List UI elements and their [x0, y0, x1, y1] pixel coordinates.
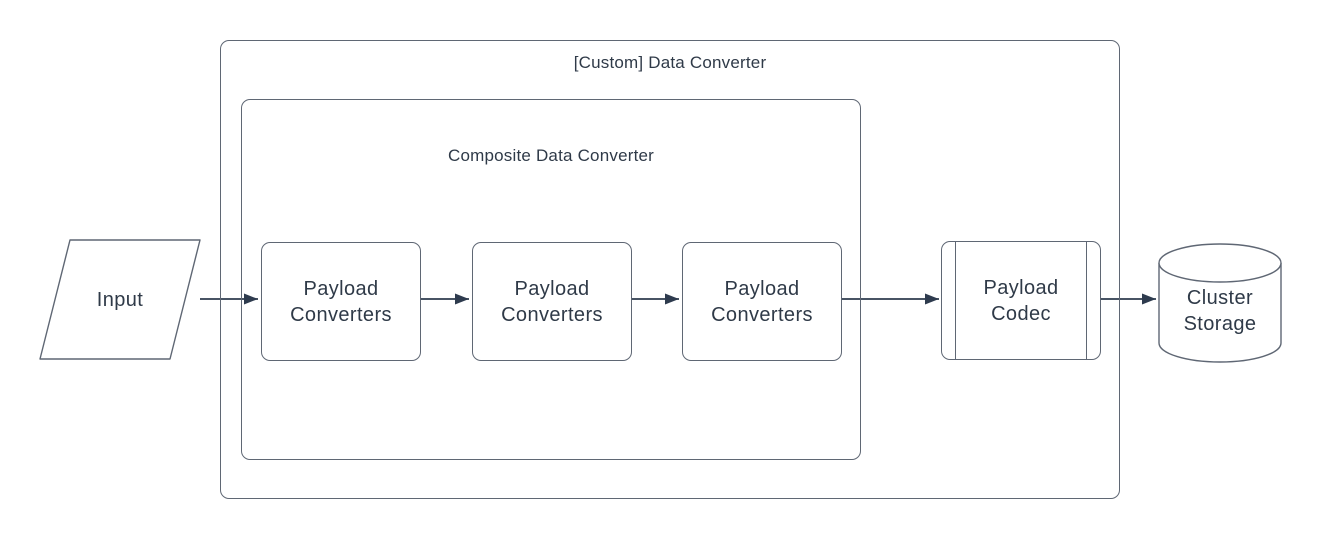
- payload-converters-node-2: Payload Converters: [472, 242, 632, 361]
- payload-converters-node-3: Payload Converters: [682, 242, 842, 361]
- container-composite-data-converter: Composite Data Converter Payload Convert…: [241, 99, 861, 460]
- cluster-storage-label: Cluster Storage: [1183, 287, 1257, 335]
- composite-data-converter-title: Composite Data Converter: [447, 146, 655, 165]
- container-custom-data-converter: [Custom] Data Converter Composite Data C…: [220, 40, 1120, 499]
- input-node-label: Input: [96, 288, 144, 311]
- custom-data-converter-title: [Custom] Data Converter: [573, 53, 767, 72]
- payload-codec-node: Payload Codec: [941, 241, 1101, 360]
- payload-codec-label: Payload Codec: [983, 276, 1059, 325]
- payload-converters-node-1: Payload Converters: [261, 242, 421, 361]
